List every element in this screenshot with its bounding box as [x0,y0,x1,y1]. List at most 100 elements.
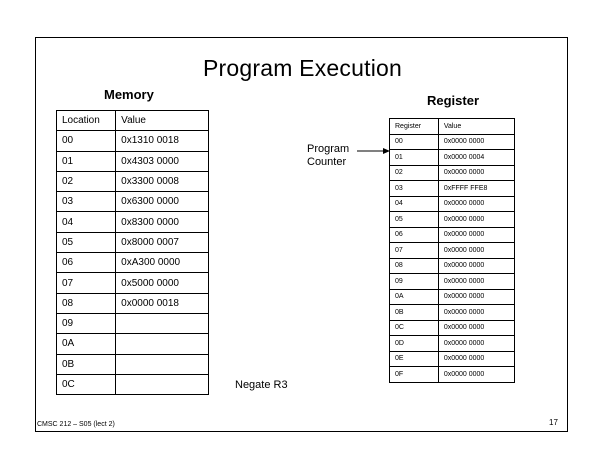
memory-value-cell: 0x8000 0007 [115,231,209,254]
memory-value-cell: 0x4303 0000 [115,150,209,172]
memory-location-cell: 06 [55,252,117,274]
register-value-cell: 0x0000 0000 [437,164,516,181]
memory-header-row: Location Value [55,109,209,132]
memory-value-cell: 0xA300 0000 [115,252,209,274]
register-name-cell: 08 [389,257,439,274]
memory-location-cell: 0B [55,353,117,375]
register-name-cell: 05 [389,211,439,228]
register-name-cell: 0C [389,319,439,336]
slide-caption: Negate R3 [235,379,288,391]
memory-row: 0A [55,333,209,355]
program-counter-arrow-icon [357,148,390,154]
program-counter-label: Program Counter [307,143,349,169]
memory-location-cell: 0A [55,333,117,355]
register-value-cell: 0x0000 0000 [437,335,516,352]
program-counter-label-line1: Program [307,143,350,155]
register-header-row: Register Value [389,118,516,135]
register-value-cell: 0x0000 0000 [437,211,516,228]
register-name-cell: 01 [389,149,439,166]
register-name-cell: 02 [389,164,439,181]
register-value-cell: 0xFFFF FFE8 [437,180,516,197]
register-header-name: Register [389,118,439,135]
memory-location-cell: 09 [55,312,117,335]
register-name-cell: 0A [389,288,439,305]
register-name-cell: 03 [389,180,439,197]
register-title: Register [427,93,480,108]
register-name-cell: 07 [389,242,439,259]
memory-location-cell: 0C [55,373,117,396]
memory-value-cell: 0x1310 0018 [115,130,209,152]
register-value-cell: 0x0000 0000 [437,273,516,290]
register-value-cell: 0x0000 0000 [437,304,516,321]
memory-location-cell: 08 [55,292,117,314]
register-name-cell: 04 [389,195,439,212]
memory-value-cell: 0x6300 0000 [115,191,209,213]
register-name-cell: 00 [389,133,439,150]
register-name-cell: 0B [389,304,439,321]
memory-title: Memory [104,87,154,102]
register-name-cell: 0F [389,366,439,383]
memory-value-cell: 0x0000 0018 [115,292,209,314]
register-value-cell: 0x0000 0000 [437,350,516,367]
register-value-cell: 0x0000 0000 [437,195,516,212]
register-name-cell: 0E [389,350,439,367]
memory-value-cell: 0x3300 0008 [115,170,209,193]
memory-row: 0B [55,353,209,375]
register-header-value: Value [437,118,516,135]
memory-location-cell: 01 [55,150,117,172]
memory-value-cell [115,312,209,335]
register-value-cell: 0x0000 0000 [437,242,516,259]
register-value-cell: 0x0000 0000 [437,257,516,274]
memory-value-cell: 0x8300 0000 [115,211,209,233]
memory-location-cell: 05 [55,231,117,254]
memory-value-cell [115,333,209,355]
register-value-cell: 0x0000 0000 [437,366,516,383]
memory-location-cell: 07 [55,272,117,294]
register-value-cell: 0x0000 0004 [437,149,516,166]
memory-location-cell: 04 [55,211,117,233]
slide-frame [35,37,568,432]
memory-value-cell: 0x5000 0000 [115,272,209,294]
slide-footer: CMSC 212 – S05 (lect 2) [37,421,115,428]
memory-location-cell: 00 [55,130,117,152]
register-value-cell: 0x0000 0000 [437,133,516,150]
memory-value-cell [115,373,209,396]
memory-row: 09 [55,312,209,335]
memory-location-cell: 02 [55,170,117,193]
register-name-cell: 06 [389,226,439,243]
program-counter-label-line2: Counter [307,156,347,168]
memory-header-value: Value [115,109,209,132]
memory-row: 0C [55,373,209,396]
register-value-cell: 0x0000 0000 [437,226,516,243]
register-value-cell: 0x0000 0000 [437,319,516,336]
register-value-cell: 0x0000 0000 [437,288,516,305]
memory-location-cell: 03 [55,191,117,213]
register-name-cell: 09 [389,273,439,290]
